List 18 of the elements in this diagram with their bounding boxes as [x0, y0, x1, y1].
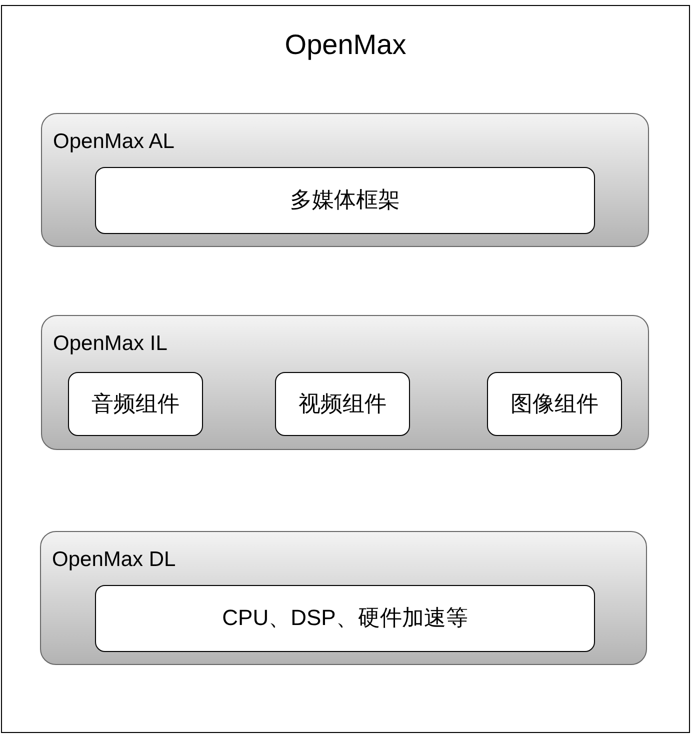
- frame-title: OpenMax: [284, 28, 406, 62]
- component-label: 视频组件: [298, 390, 386, 418]
- component-label: 音频组件: [92, 390, 180, 418]
- layer-group-box: [41, 315, 649, 450]
- component-label: 图像组件: [510, 390, 598, 418]
- layer-title: OpenMax AL: [53, 129, 174, 154]
- frame-box: [1, 5, 690, 733]
- component-box: [95, 167, 595, 234]
- layer-title: OpenMax IL: [53, 331, 168, 356]
- layer-group-box: [41, 113, 649, 247]
- component-box: [487, 372, 622, 436]
- component-box: [275, 372, 410, 436]
- component-box: [68, 372, 203, 436]
- layer-group-box: [40, 531, 647, 665]
- component-label: CPU、DSP、硬件加速等: [222, 605, 468, 632]
- layer-title: OpenMax DL: [52, 547, 176, 572]
- component-label: 多媒体框架: [290, 187, 400, 214]
- component-box: [95, 585, 595, 652]
